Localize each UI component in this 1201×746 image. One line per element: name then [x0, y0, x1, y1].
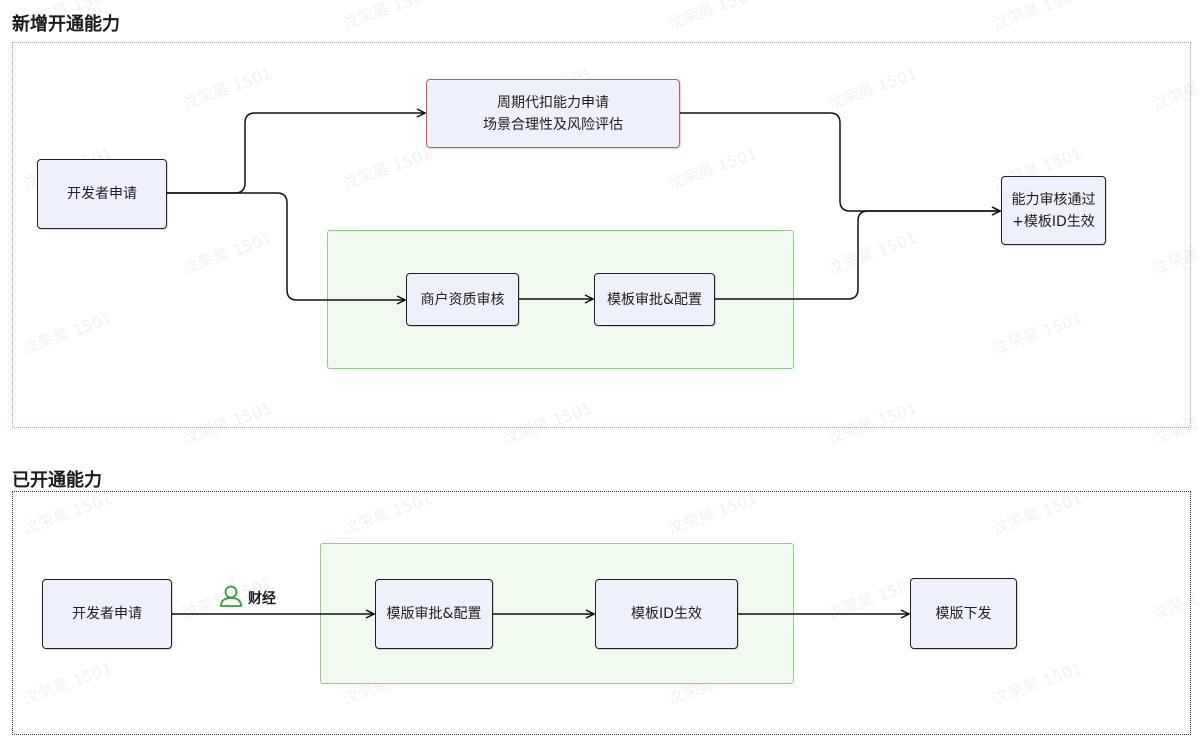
- person-icon: [218, 584, 244, 612]
- developer-apply-label-2: 开发者申请: [72, 606, 142, 622]
- template-approval-label-2: 模版审批&配置: [386, 606, 482, 622]
- section-title-new: 新增开通能力: [12, 14, 120, 35]
- edge-apply-to-merchant: [167, 192, 404, 300]
- template-id-effective-node: 模板ID生效: [595, 579, 738, 649]
- template-approval-node-2: 模版审批&配置: [375, 579, 493, 649]
- periodic-deduction-node: 周期代扣能力申请 场景合理性及风险评估: [426, 79, 680, 148]
- capability-approved-node: 能力审核通过 +模板ID生效: [1001, 176, 1106, 245]
- developer-apply-node: 开发者申请: [37, 159, 167, 229]
- merchant-review-label: 商户资质审核: [420, 291, 505, 308]
- template-approval-label: 模板审批&配置: [607, 291, 702, 308]
- periodic-deduction-label-2: 场景合理性及风险评估: [483, 116, 623, 133]
- finance-text: 财经: [248, 591, 276, 607]
- section-title-existing: 已开通能力: [12, 470, 102, 491]
- merchant-review-node: 商户资质审核: [406, 273, 519, 326]
- template-issue-label: 模版下发: [935, 605, 992, 622]
- developer-apply-label: 开发者申请: [67, 186, 137, 202]
- new-capability-frame: [12, 42, 1191, 428]
- periodic-deduction-label-1: 周期代扣能力申请: [497, 94, 609, 111]
- template-issue-node: 模版下发: [910, 578, 1017, 649]
- template-id-effective-label: 模板ID生效: [631, 606, 702, 622]
- edge-periodic-to-approved: [680, 112, 999, 211]
- template-approval-node: 模板审批&配置: [594, 273, 715, 326]
- capability-approved-label-2: +模板ID生效: [1012, 213, 1095, 230]
- developer-apply-node-2: 开发者申请: [42, 579, 172, 649]
- finance-label: 财经: [218, 584, 276, 612]
- capability-approved-label-1: 能力审核通过: [1011, 191, 1096, 208]
- existing-capability-frame: [12, 491, 1191, 735]
- edge-template-to-approved: [715, 211, 999, 300]
- edge-apply-to-periodic: [167, 113, 424, 194]
